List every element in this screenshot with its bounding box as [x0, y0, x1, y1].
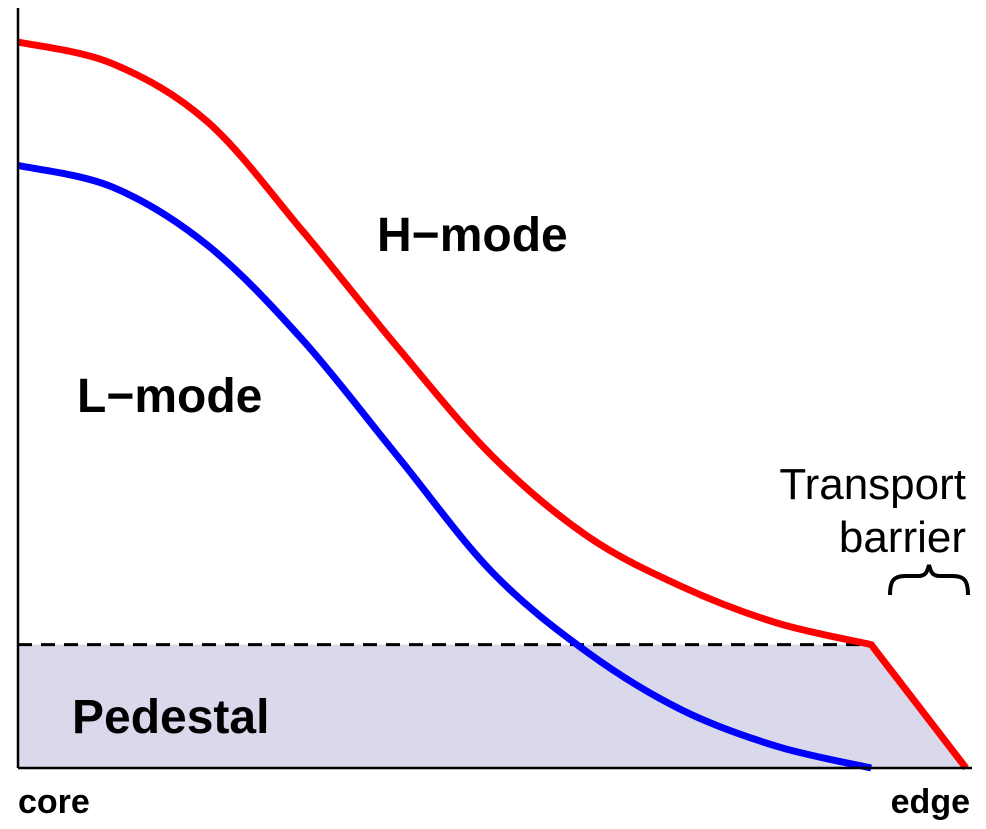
x-tick-label-core: core [18, 783, 90, 821]
transport-barrier-brace-icon [888, 564, 970, 596]
h-mode-curve [17, 38, 969, 771]
l-mode-label: L−mode [77, 370, 262, 423]
pedestal-label: Pedestal [72, 691, 269, 744]
l-mode-curve [17, 161, 872, 772]
axes [16, 8, 972, 770]
pedestal-region [18, 643, 966, 768]
transport-barrier-label-line1: Transport [779, 460, 966, 509]
pedestal-fill [18, 644, 966, 768]
x-tick-label-edge: edge [891, 783, 970, 821]
h-mode-label: H−mode [377, 209, 568, 262]
transport-barrier-label-line2: barrier [839, 513, 966, 562]
